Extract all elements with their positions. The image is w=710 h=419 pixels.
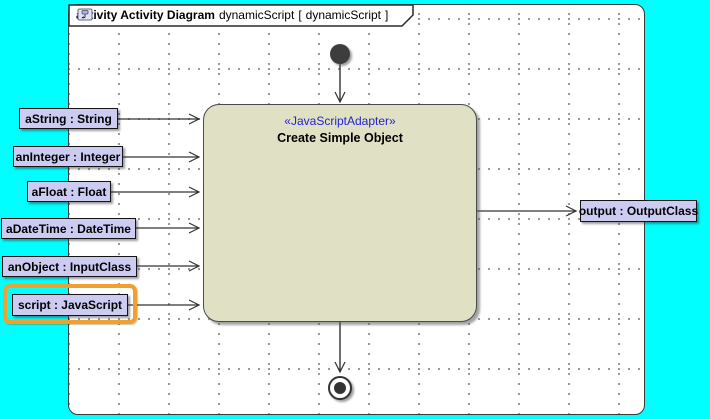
input-pin-adatetime[interactable]: aDateTime : DateTime [1,218,136,239]
frame-diagram-name: dynamicScript [218,7,295,22]
frame-bracket-open: [ [298,7,302,22]
activity-final-inner-dot [334,382,346,394]
frame-tab-shape [68,4,414,27]
initial-node[interactable] [330,44,350,64]
action-node-stereotype: «JavaScriptAdapter» [284,114,396,128]
action-node-create-simple-object[interactable]: «JavaScriptAdapter» Create Simple Object [203,104,477,322]
activity-diagram-icon [77,8,93,20]
output-pin-output[interactable]: output : OutputClass [579,200,698,222]
frame-kind-label: activity Activity Diagram [76,7,215,22]
input-pin-aninteger[interactable]: anInteger : Integer [13,146,123,167]
input-pin-anobject[interactable]: anObject : InputClass [2,256,137,277]
input-pin-afloat[interactable]: aFloat : Float [27,181,111,202]
frame-header-tab[interactable]: activity Activity Diagram dynamicScript … [68,4,416,28]
action-node-name: Create Simple Object [277,131,403,145]
activity-final-node[interactable] [328,376,352,400]
input-pin-script[interactable]: script : JavaScript [12,294,128,316]
input-pin-astring[interactable]: aString : String [19,108,118,129]
frame-bracket-close: ] [385,7,389,22]
frame-context-name: dynamicScript [305,7,382,22]
